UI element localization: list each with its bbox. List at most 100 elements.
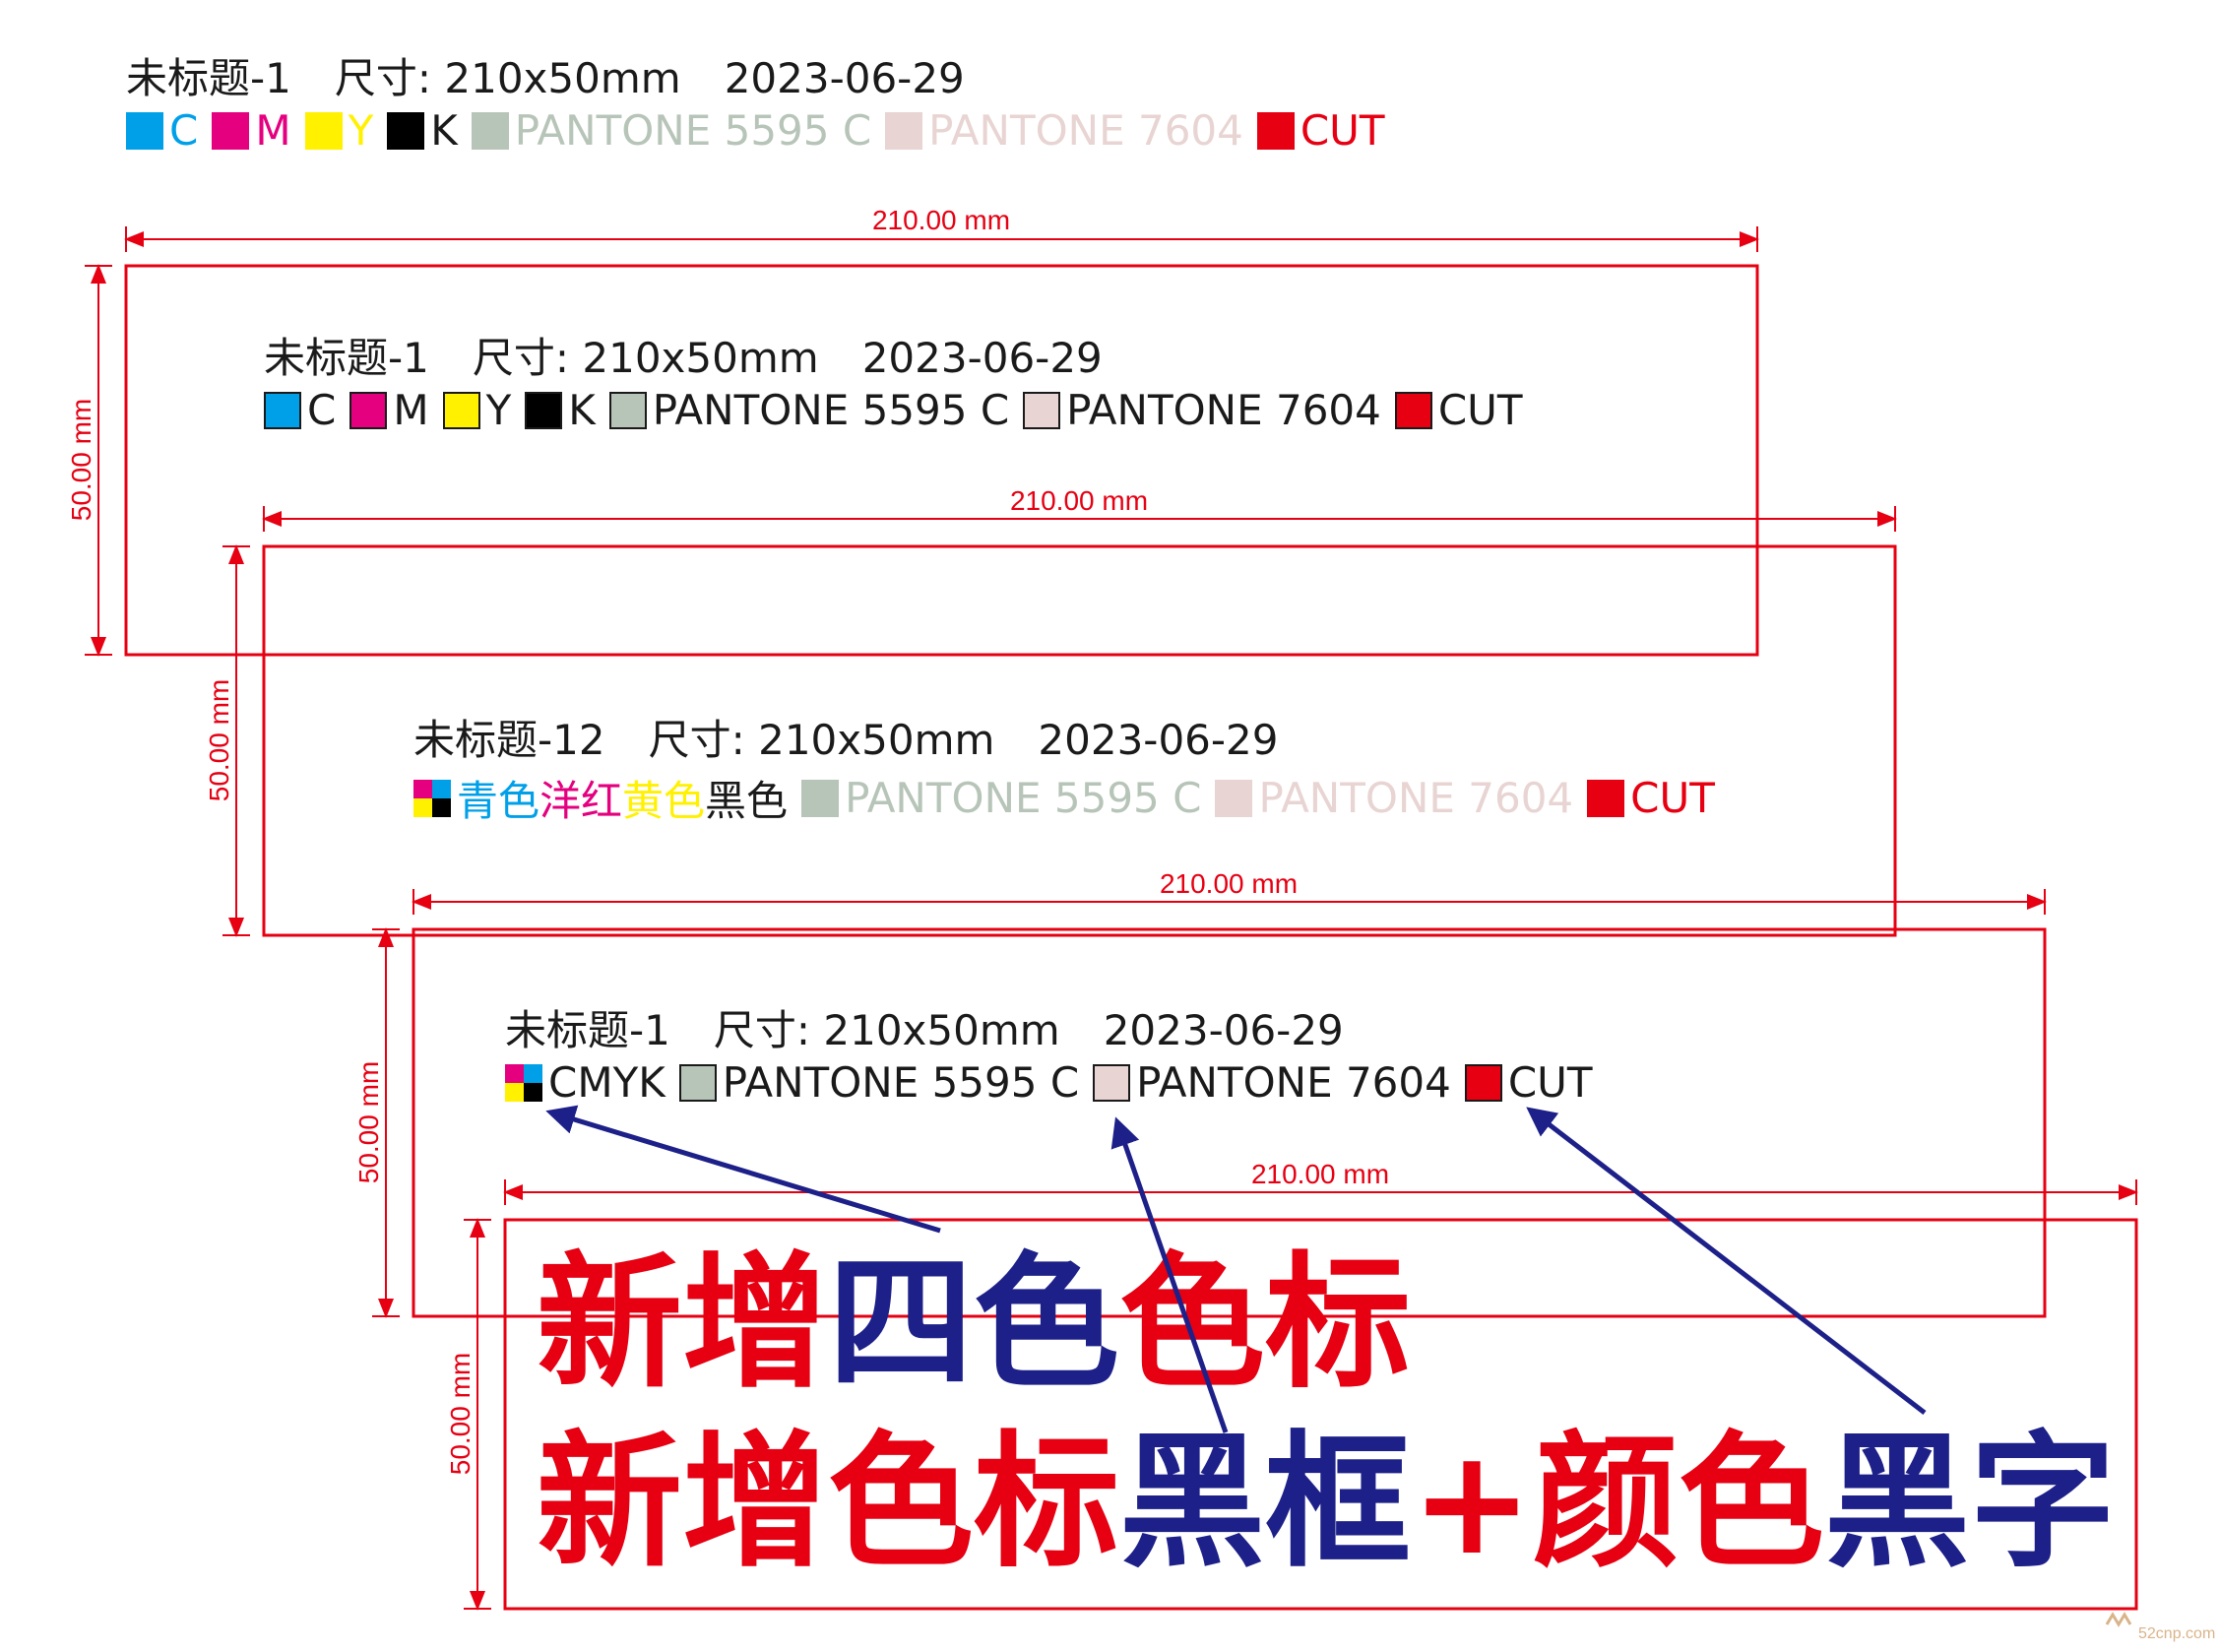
- swatch-pantone-7604: PANTONE 7604: [1023, 386, 1381, 434]
- swatch-label: Y: [348, 106, 374, 155]
- swatch-c: C: [126, 106, 198, 155]
- label3-date: 2023-06-29: [1038, 716, 1279, 764]
- height-dim-text-4: 50.00 mm: [445, 1353, 476, 1476]
- swatch-m: M: [212, 106, 291, 155]
- watermark-text: 52cnp.com: [2138, 1625, 2215, 1642]
- color-swatch-box: [885, 111, 923, 150]
- cmyk-quad-icon: [505, 1063, 542, 1102]
- label1-size: 尺寸: 210x50mm: [334, 54, 681, 102]
- cmyk-chinese-words: 青色洋红黄色黑色: [457, 768, 788, 828]
- color-swatch-box: [304, 111, 343, 150]
- frame-3: 210.00 mm 50.00 mm: [353, 868, 2047, 1318]
- annotation-segment: 新增色标: [537, 1418, 1119, 1587]
- color-swatch-box: [212, 111, 250, 150]
- frame-2: 210.00 mm 50.00 mm: [204, 485, 1897, 937]
- cut-frame-1: [124, 264, 1759, 657]
- color-swatch-box: [1394, 391, 1432, 429]
- annotation-line-2: 新增色标黑框+颜色黑字: [537, 1430, 2116, 1575]
- swatch-y: Y: [442, 386, 512, 434]
- swatch-label: Y: [485, 386, 512, 434]
- annotation-segment: 黑框: [1119, 1418, 1411, 1587]
- color-swatch-box: [1587, 779, 1625, 817]
- height-dim-text-3: 50.00 mm: [353, 1061, 384, 1184]
- cmyk-word: 黑色: [705, 777, 789, 825]
- swatch-cut: CUT: [1394, 386, 1523, 434]
- width-dim-text-3: 210.00 mm: [1160, 868, 1298, 899]
- swatch-cut: CUT: [1256, 106, 1385, 155]
- swatch-label: C: [169, 106, 199, 155]
- swatch-label: PANTONE 5595 C: [722, 1058, 1080, 1107]
- frame-1: 210.00 mm 50.00 mm: [66, 205, 1759, 657]
- swatch-label: M: [255, 106, 291, 155]
- annotation-segment: 色标: [1119, 1239, 1411, 1408]
- label1-title: 未标题-1 尺寸: 210x50mm 2023-06-29: [126, 45, 965, 105]
- annotation-segment: +颜色: [1411, 1418, 1825, 1587]
- color-swatch-box: [471, 111, 509, 150]
- cmyk-swatch: CMYK: [505, 1058, 666, 1107]
- width-dim-text-1: 210.00 mm: [872, 205, 1010, 235]
- width-dim-text-2: 210.00 mm: [1010, 485, 1148, 516]
- label4-swatch-row: CMYK PANTONE 5595 C PANTONE 7604 CUT: [505, 1058, 1607, 1107]
- swatch-label: CUT: [1300, 106, 1385, 155]
- cut-frame-3: [412, 927, 2047, 1318]
- cut-frame-4: [503, 1218, 2138, 1611]
- height-dim-text-1: 50.00 mm: [66, 399, 96, 522]
- label2-swatch-row: C M Y K PANTONE 5595 C PANTONE 7604 CUT: [264, 386, 1537, 434]
- color-swatch-box: [349, 391, 388, 429]
- label3-name: 未标题-12: [413, 716, 605, 764]
- color-swatch-box: [126, 111, 163, 150]
- swatch-k: K: [387, 106, 458, 155]
- swatch-label: PANTONE 7604: [1258, 774, 1574, 822]
- swatch-label: M: [393, 386, 429, 434]
- swatch-pantone-7604: PANTONE 7604: [885, 106, 1243, 155]
- swatch-label: PANTONE 5595 C: [514, 106, 872, 155]
- cmyk-label: CMYK: [548, 1058, 666, 1107]
- color-swatch-box: [387, 111, 425, 150]
- label2-size: 尺寸: 210x50mm: [472, 334, 819, 382]
- swatch-label: CUT: [1507, 1058, 1593, 1107]
- swatch-m: M: [349, 386, 429, 434]
- annotation-segment: 新增: [537, 1239, 828, 1408]
- swatch-c: C: [264, 386, 336, 434]
- cmyk-word: 洋红: [539, 777, 623, 825]
- annotation-segment: 四色: [828, 1239, 1119, 1408]
- color-swatch-box: [801, 779, 840, 817]
- cmyk-swatch: 青色洋红黄色黑色: [413, 768, 788, 828]
- annotation-segment: 黑字: [1824, 1418, 2117, 1587]
- color-swatch-box: [1256, 111, 1295, 150]
- color-swatch-box: [264, 391, 301, 429]
- swatch-pantone-5595-c: PANTONE 5595 C: [801, 774, 1201, 822]
- color-swatch-box: [1023, 391, 1061, 429]
- swatch-label: CUT: [1437, 386, 1523, 434]
- label4-name: 未标题-1: [505, 1006, 670, 1054]
- color-swatch-box: [525, 391, 563, 429]
- annotation-line-1: 新增四色色标: [537, 1250, 1411, 1396]
- label1-name: 未标题-1: [126, 54, 291, 102]
- label4-size: 尺寸: 210x50mm: [713, 1006, 1060, 1054]
- swatch-label: PANTONE 7604: [1066, 386, 1381, 434]
- swatch-k: K: [525, 386, 596, 434]
- color-swatch-box: [1464, 1063, 1502, 1102]
- swatch-label: PANTONE 7604: [1136, 1058, 1451, 1107]
- watermark-logo: 52cnp.com: [2105, 1612, 2215, 1642]
- cmyk-word: 黄色: [622, 777, 706, 825]
- swatch-cut: CUT: [1587, 774, 1715, 822]
- height-dim-text-2: 50.00 mm: [204, 679, 234, 802]
- swatch-label: CUT: [1630, 774, 1715, 822]
- swatch-pantone-5595-c: PANTONE 5595 C: [678, 1058, 1080, 1107]
- swatch-label: K: [430, 106, 458, 155]
- cmyk-quad-icon: [413, 779, 451, 817]
- swatch-label: K: [568, 386, 596, 434]
- label1-swatch-row: C M Y K PANTONE 5595 C PANTONE 7604 CUT: [126, 106, 1399, 155]
- swatch-label: C: [307, 386, 337, 434]
- label2-name: 未标题-1: [264, 334, 429, 382]
- swatch-cut: CUT: [1464, 1058, 1593, 1107]
- label1-date: 2023-06-29: [724, 54, 965, 102]
- swatch-label: PANTONE 5595 C: [652, 386, 1010, 434]
- swatch-pantone-5595-c: PANTONE 5595 C: [608, 386, 1010, 434]
- label3-swatch-row: 青色洋红黄色黑色 PANTONE 5595 C PANTONE 7604 CUT: [413, 768, 1729, 828]
- color-swatch-box: [1093, 1063, 1131, 1102]
